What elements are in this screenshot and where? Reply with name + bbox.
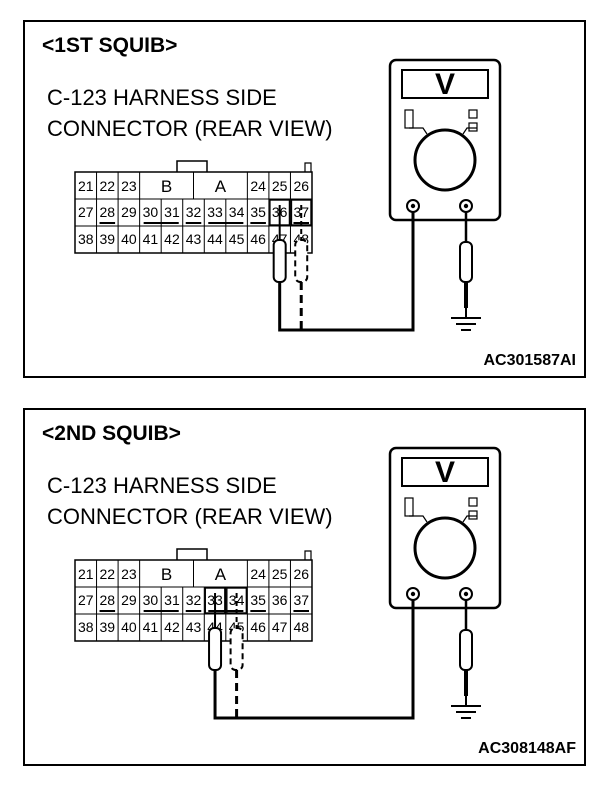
pin-label: 27 xyxy=(78,592,94,608)
connector-tab xyxy=(304,162,312,172)
solid-probe-handle xyxy=(272,239,287,283)
figure-id: AC301587AI xyxy=(483,352,577,369)
pin-label: 41 xyxy=(143,619,159,635)
probe-icon xyxy=(459,241,473,283)
solid-probe-handle xyxy=(208,627,223,671)
pin-label: 30 xyxy=(143,204,159,220)
pin-label: 22 xyxy=(100,178,116,194)
range-indicator xyxy=(468,109,478,119)
panel-title: <2ND SQUIB> xyxy=(42,422,181,445)
dashed-probe-handle xyxy=(229,627,244,671)
pin-label: 35 xyxy=(250,204,266,220)
pin-label: 40 xyxy=(121,231,137,247)
caption-line-2: CONNECTOR (REAR VIEW) xyxy=(47,116,333,141)
pin-label: 43 xyxy=(186,231,202,247)
meter-symbol: V xyxy=(435,456,455,489)
pin-label: 39 xyxy=(100,231,116,247)
pin-label: 25 xyxy=(272,178,288,194)
pin-label: 38 xyxy=(78,231,94,247)
key-label: B xyxy=(161,177,172,196)
pin-label: 29 xyxy=(121,592,137,608)
connector-latch xyxy=(176,160,208,172)
pin-label: 34 xyxy=(229,592,245,608)
caption-line-1: C-123 HARNESS SIDE xyxy=(47,473,277,498)
pin-label: 34 xyxy=(229,204,245,220)
com-jack-center xyxy=(410,203,416,209)
test-lead xyxy=(278,212,415,332)
pin-label: 46 xyxy=(250,231,266,247)
range-indicator xyxy=(468,497,478,507)
pin-label: 23 xyxy=(121,178,137,194)
key-label: A xyxy=(215,177,227,196)
pin-label: 25 xyxy=(272,566,288,582)
diagram-group: 212223242526BA27282930313233343536373839… xyxy=(74,58,502,332)
pin-label: 37 xyxy=(293,592,309,608)
diagram-group: 212223242526BA27282930313233343536373839… xyxy=(74,446,502,720)
pin-label: 48 xyxy=(293,619,309,635)
pin-label: 44 xyxy=(207,231,223,247)
v-jack-center xyxy=(463,203,469,209)
pin-label: 31 xyxy=(164,204,180,220)
pin-label: 26 xyxy=(293,178,309,194)
pin-label: 30 xyxy=(143,592,159,608)
pin-label: 36 xyxy=(272,592,288,608)
meter-display xyxy=(401,69,489,99)
key-label: A xyxy=(215,565,227,584)
panel-title: <1ST SQUIB> xyxy=(42,34,178,57)
range-indicator xyxy=(468,122,478,132)
pin-label: 29 xyxy=(121,204,137,220)
pin-label: 43 xyxy=(186,619,202,635)
pin-label: 28 xyxy=(100,204,116,220)
test-lead xyxy=(213,600,415,720)
squib-1-panel: <1ST SQUIB> C-123 HARNESS SIDE CONNECTOR… xyxy=(23,20,586,378)
pin-label: 21 xyxy=(78,178,94,194)
connector-caption: C-123 HARNESS SIDE CONNECTOR (REAR VIEW) xyxy=(47,470,333,532)
range-marks xyxy=(409,127,477,135)
pin-label: 41 xyxy=(143,231,159,247)
probe-icon xyxy=(459,629,473,671)
connector-tab xyxy=(304,550,312,560)
wiring-diagram: 212223242526BA27282930313233343536373839… xyxy=(74,446,502,720)
rotary-dial xyxy=(413,516,477,580)
squib-2-panel: <2ND SQUIB> C-123 HARNESS SIDE CONNECTOR… xyxy=(23,408,586,766)
caption-line-1: C-123 HARNESS SIDE xyxy=(47,85,277,110)
pin-label: 38 xyxy=(78,619,94,635)
pin-label: 24 xyxy=(250,178,266,194)
caption-line-2: CONNECTOR (REAR VIEW) xyxy=(47,504,333,529)
pin-label: 26 xyxy=(293,566,309,582)
connector-latch xyxy=(176,548,208,560)
pin-label: 28 xyxy=(100,592,116,608)
connector-caption: C-123 HARNESS SIDE CONNECTOR (REAR VIEW) xyxy=(47,82,333,144)
range-indicator xyxy=(468,510,478,520)
pin-label: 40 xyxy=(121,619,137,635)
com-jack-center xyxy=(410,591,416,597)
rotary-dial xyxy=(413,128,477,192)
pin-label: 42 xyxy=(164,619,180,635)
pin-label: 31 xyxy=(164,592,180,608)
range-marks xyxy=(409,515,477,523)
pin-label: 21 xyxy=(78,566,94,582)
pin-label: 47 xyxy=(272,619,288,635)
dashed-probe-handle xyxy=(294,239,309,283)
pin-label: 45 xyxy=(229,231,245,247)
pin-label: 42 xyxy=(164,231,180,247)
pin-label: 23 xyxy=(121,566,137,582)
pin-label: 32 xyxy=(186,592,202,608)
meter-symbol: V xyxy=(435,68,455,101)
v-jack-center xyxy=(463,591,469,597)
pin-label: 27 xyxy=(78,204,94,220)
pin-label: 37 xyxy=(293,204,309,220)
meter-display xyxy=(401,457,489,487)
figure-id: AC308148AF xyxy=(478,740,576,757)
pin-label: 46 xyxy=(250,619,266,635)
pin-label: 33 xyxy=(207,204,223,220)
wiring-diagram: 212223242526BA27282930313233343536373839… xyxy=(74,58,502,332)
pin-label: 32 xyxy=(186,204,202,220)
pin-label: 39 xyxy=(100,619,116,635)
key-label: B xyxy=(161,565,172,584)
pin-label: 24 xyxy=(250,566,266,582)
pin-label: 35 xyxy=(250,592,266,608)
pin-label: 22 xyxy=(100,566,116,582)
